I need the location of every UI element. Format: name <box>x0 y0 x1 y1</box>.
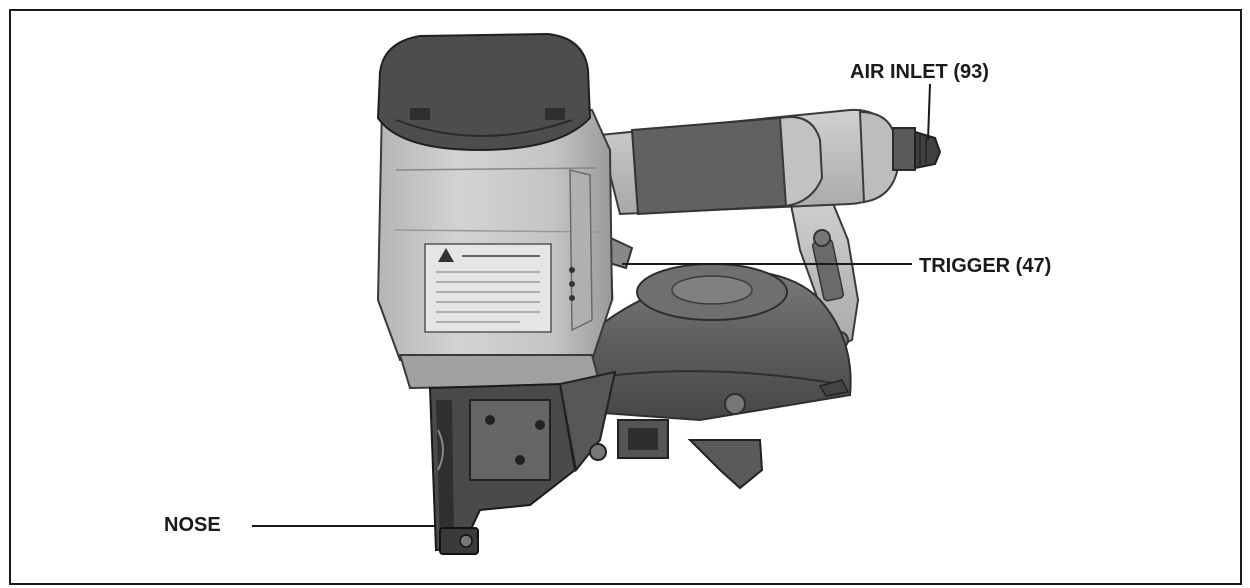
trigger-label: TRIGGER (47) <box>919 255 1052 277</box>
air-inlet-leader <box>927 83 931 141</box>
top-cap <box>376 32 592 152</box>
air-inlet-label: AIR INLET (93) <box>850 61 989 83</box>
leader-lines <box>252 83 931 527</box>
figure-frame <box>9 9 1242 585</box>
coil-magazine <box>559 263 852 490</box>
air-inlet-fitting <box>892 127 942 171</box>
handle <box>598 108 899 216</box>
nose-label: NOSE <box>164 514 221 536</box>
nose-assembly <box>428 370 617 555</box>
cylinder-body <box>376 103 614 361</box>
